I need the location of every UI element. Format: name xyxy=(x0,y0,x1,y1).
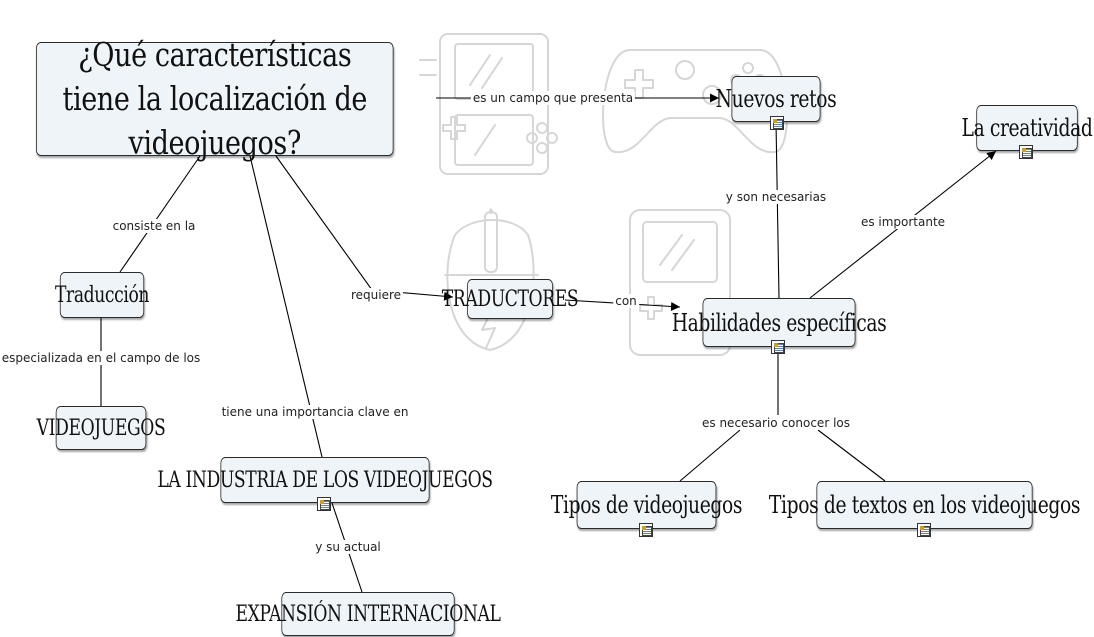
node-videojuegos[interactable]: VIDEOJUEGOS xyxy=(37,406,166,450)
resource-icon[interactable] xyxy=(317,497,331,511)
node-traduccion[interactable]: Traducción xyxy=(55,272,149,318)
label-su-actual: y su actual xyxy=(313,540,383,554)
link-requiere xyxy=(275,155,454,301)
link-conocer-left xyxy=(679,429,741,482)
label-importante: es importante xyxy=(858,215,948,229)
resource-icon[interactable] xyxy=(639,523,653,537)
label-especializada: especializada en el campo de los xyxy=(0,351,203,365)
node-main-question[interactable]: ¿Qué características tiene la localizaci… xyxy=(36,35,394,162)
resource-icon[interactable] xyxy=(771,340,785,354)
node-nuevos-retos[interactable]: Nuevos retos xyxy=(716,76,837,122)
node-traductores[interactable]: TRADUCTORES xyxy=(442,279,579,319)
resource-icon[interactable] xyxy=(917,523,931,537)
node-expansion[interactable]: EXPANSIÓN INTERNACIONAL xyxy=(235,592,501,636)
label-requiere: requiere xyxy=(348,288,404,302)
gameboy-sketch xyxy=(629,209,731,356)
link-necesarias xyxy=(775,121,780,299)
label-con: con xyxy=(613,294,639,308)
link-consiste xyxy=(119,155,201,273)
node-tipos-videojuegos[interactable]: Tipos de videojuegos xyxy=(551,481,742,529)
label-importancia: tiene una importancia clave en xyxy=(219,405,411,419)
node-tipos-textos[interactable]: Tipos de textos en los videojuegos xyxy=(769,481,1080,529)
link-conocer-right xyxy=(817,429,886,482)
node-industria[interactable]: LA INDUSTRIA DE LOS VIDEOJUEGOS xyxy=(157,457,493,503)
label-necesarias: y son necesarias xyxy=(723,190,829,204)
resource-icon[interactable] xyxy=(1019,145,1033,159)
node-creatividad[interactable]: La creatividad xyxy=(962,105,1093,151)
label-conocer: es necesario conocer los xyxy=(700,416,852,430)
label-consiste: consiste en la xyxy=(110,219,198,233)
label-presenta: es un campo que presenta xyxy=(470,91,636,105)
node-habilidades[interactable]: Habilidades específicas xyxy=(672,298,887,347)
handheld-console-sketch xyxy=(419,33,558,175)
resource-icon[interactable] xyxy=(770,116,784,130)
